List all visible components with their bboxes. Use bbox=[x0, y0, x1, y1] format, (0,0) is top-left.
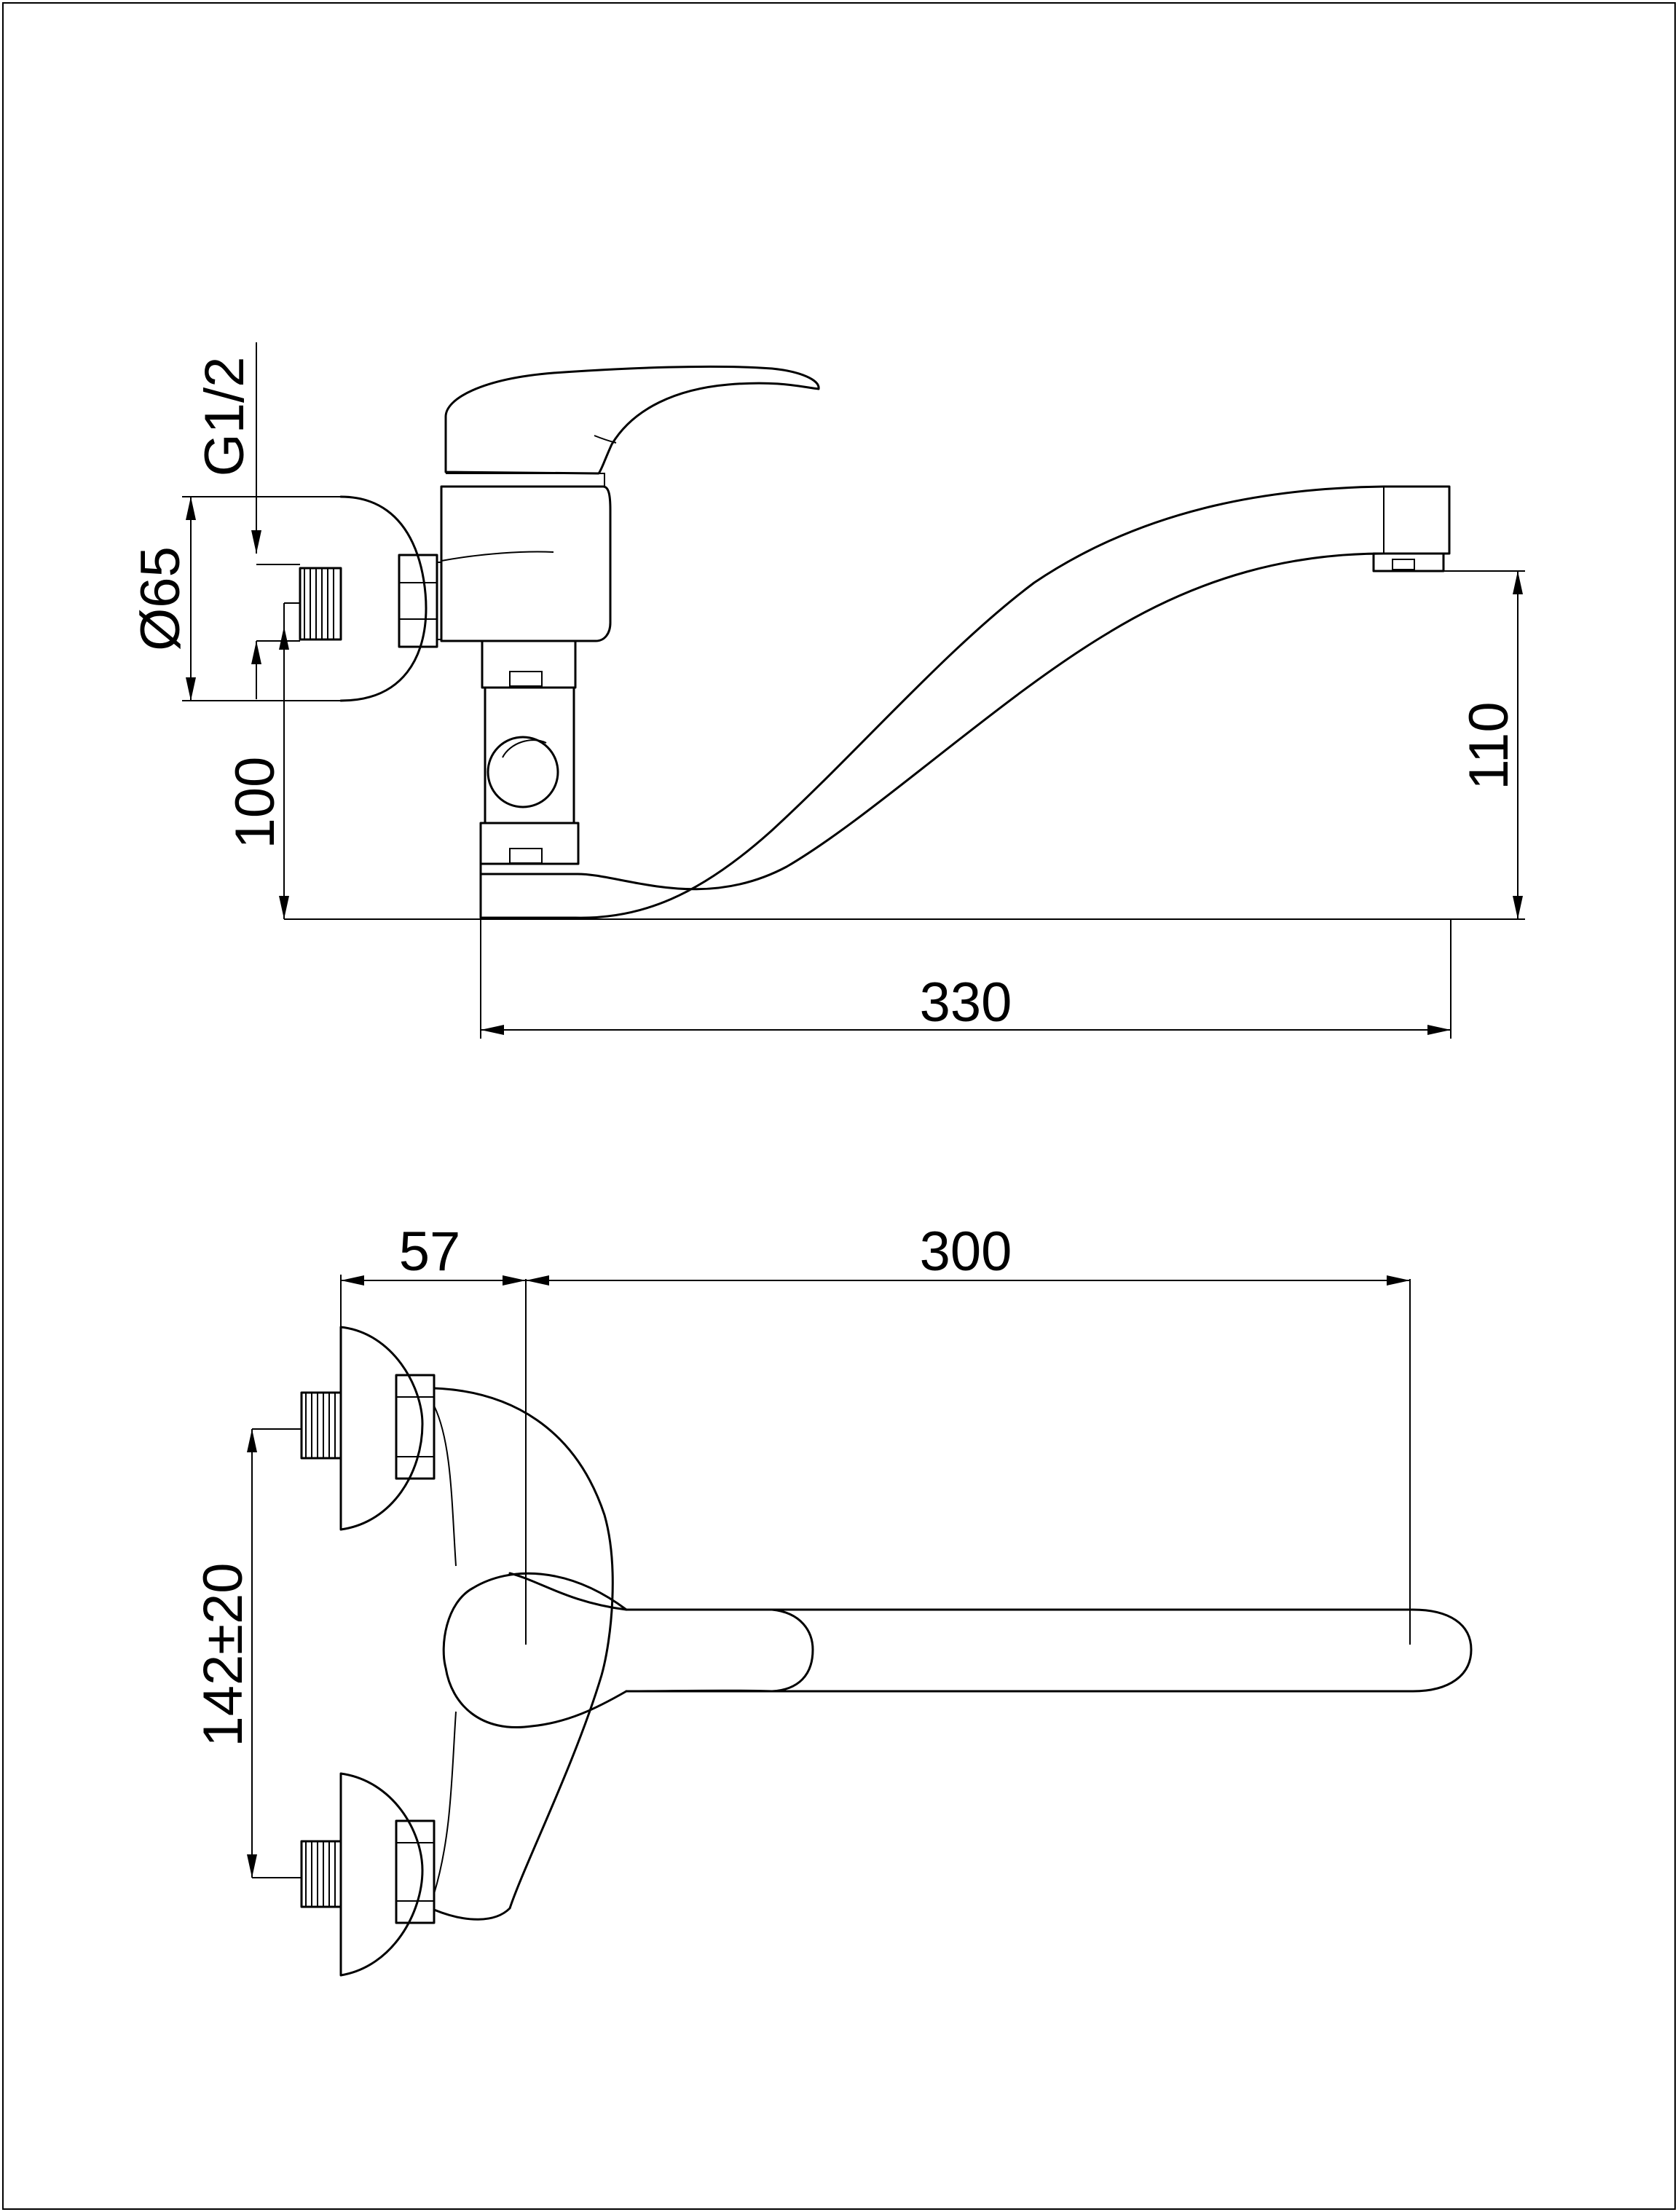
lever-handle bbox=[444, 365, 820, 475]
spout bbox=[479, 485, 1451, 919]
body-seam bbox=[441, 551, 554, 562]
flange-upper bbox=[339, 1326, 424, 1531]
inlet-thread bbox=[299, 567, 342, 641]
dim-offset-label: 57 bbox=[399, 1221, 461, 1283]
dim-spout-height: 110 bbox=[1443, 570, 1525, 919]
dim-centers-label: 142±20 bbox=[192, 1562, 254, 1747]
dim-height-label: 100 bbox=[224, 757, 286, 849]
flange-lower bbox=[339, 1772, 424, 1977]
aerator bbox=[1372, 552, 1445, 572]
dim-length: 330 bbox=[480, 874, 1451, 1039]
dim-diameter: Ø65 bbox=[130, 496, 341, 701]
dim-centers: 142±20 bbox=[192, 1428, 302, 1878]
mixer-body-top bbox=[433, 1387, 614, 1921]
spout-top bbox=[508, 1572, 1473, 1693]
wall-flange bbox=[339, 495, 428, 702]
dim-thread-label: G1/2 bbox=[194, 357, 256, 477]
side-view: G1/2 Ø65 100 110 bbox=[130, 342, 1525, 1039]
dim-thread: G1/2 bbox=[194, 342, 300, 699]
hex-nut bbox=[398, 554, 442, 648]
dim-diameter-label: Ø65 bbox=[130, 546, 192, 651]
dim-offset: 57 bbox=[340, 1221, 526, 1327]
dim-spout-height-label: 110 bbox=[1458, 701, 1520, 790]
inlet-thread-lower bbox=[300, 1840, 342, 1908]
dim-height: 100 bbox=[224, 602, 300, 919]
lever-top bbox=[442, 1572, 628, 1728]
swivel-connector bbox=[479, 639, 580, 865]
top-view: 57 300 142±20 bbox=[192, 1221, 1473, 1977]
dim-length-label: 330 bbox=[920, 972, 1012, 1034]
inlet-thread-upper bbox=[300, 1391, 342, 1460]
hex-nut-upper bbox=[395, 1374, 436, 1480]
dim-spout-reach: 300 bbox=[526, 1221, 1410, 1286]
hex-nut-lower bbox=[395, 1819, 436, 1924]
mixer-body bbox=[440, 485, 612, 642]
dim-spout-reach-label: 300 bbox=[920, 1221, 1012, 1283]
